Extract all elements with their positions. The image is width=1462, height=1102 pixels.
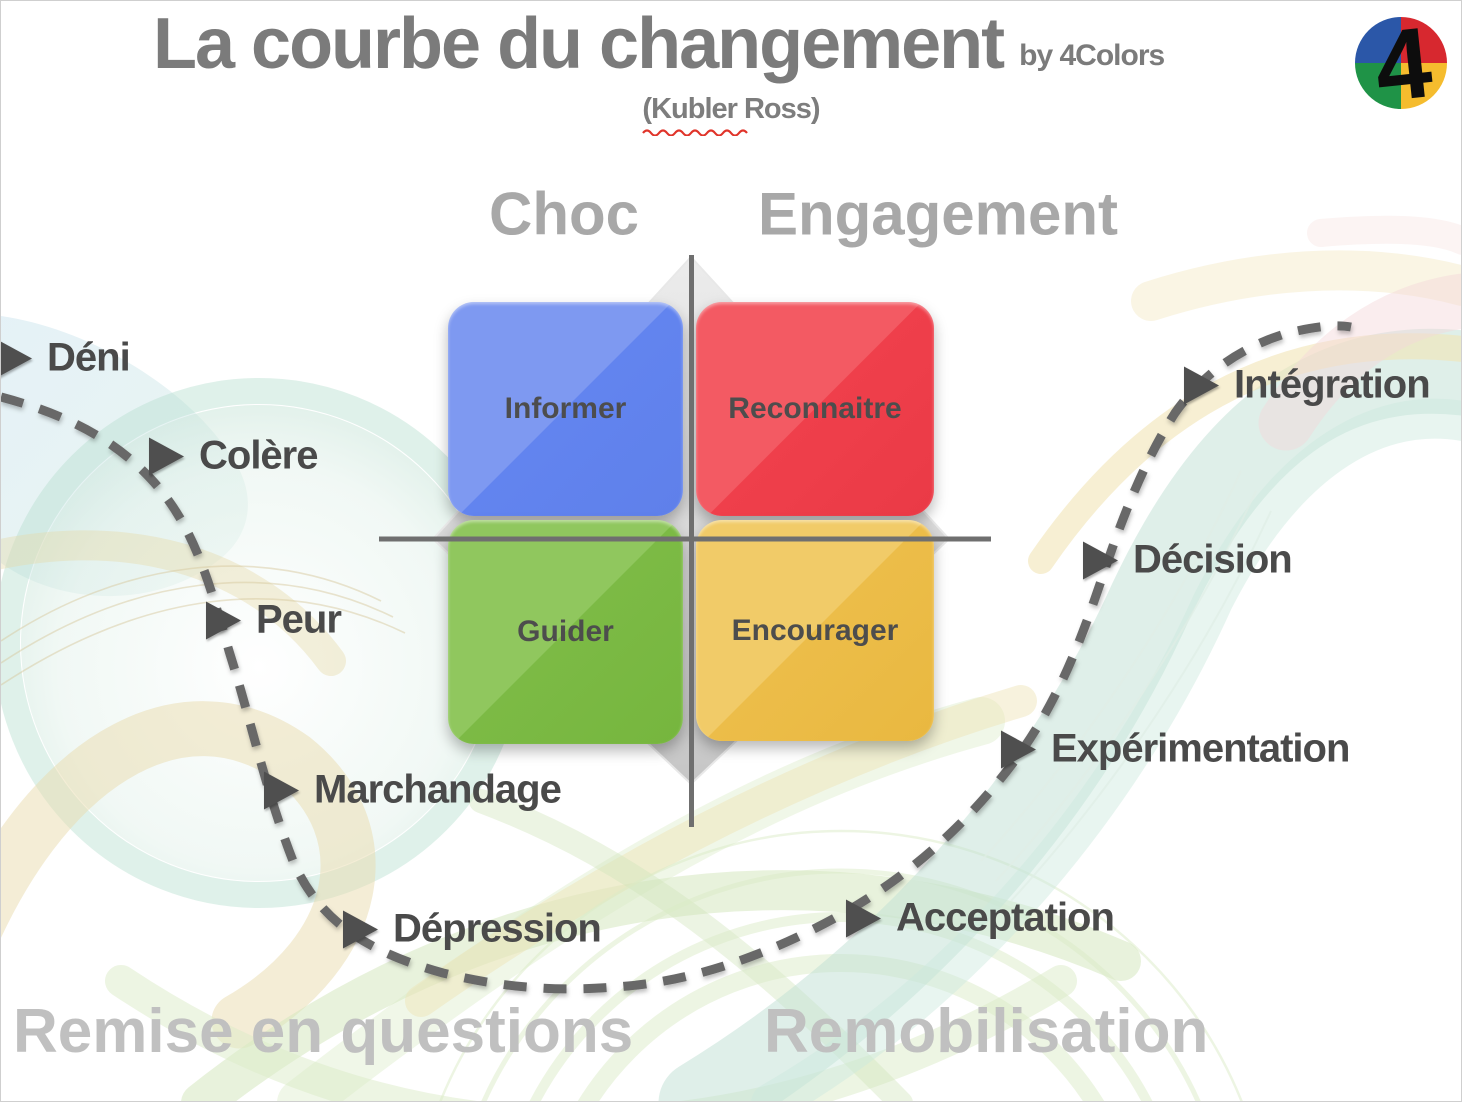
phase-label-engagement: Engagement — [757, 180, 1119, 248]
stage-marker-icon — [846, 899, 881, 937]
stage-label: Marchandage — [314, 767, 562, 812]
quadrant-label: Guider — [517, 615, 614, 648]
stage-acceptation: Acceptation — [846, 895, 1115, 941]
stage-label: Intégration — [1234, 362, 1431, 407]
stage-marker-icon — [149, 437, 184, 475]
phase-label-choc: Choc — [489, 180, 639, 248]
header: La courbe du changement by 4Colors — [153, 4, 1165, 84]
stage-integration: Intégration — [1184, 362, 1431, 408]
stage-experimentation: Expérimentation — [1001, 726, 1350, 772]
stage-marker-icon — [1001, 730, 1036, 768]
quadrant-informer: Informer — [448, 302, 683, 516]
logo-glyph: 4 — [1370, 15, 1437, 111]
page-title: La courbe du changement — [153, 4, 1005, 84]
stage-deni: Déni — [1, 335, 131, 381]
stage-marker-icon — [264, 771, 299, 809]
stage-label: Expérimentation — [1051, 726, 1350, 771]
stage-label: Décision — [1133, 537, 1293, 582]
stage-marker-icon — [1184, 366, 1219, 404]
subtitle: (Kubler Ross) — [642, 93, 820, 125]
stage-label: Déni — [47, 335, 131, 380]
stage-colere: Colère — [149, 434, 318, 479]
stage-marker-icon — [206, 601, 241, 639]
spellcheck-squiggle-icon — [642, 129, 748, 136]
quadrant-label: Reconnaitre — [728, 392, 902, 425]
quadrant-label: Informer — [504, 392, 627, 425]
quadrant-encourager: Encourager — [696, 520, 934, 741]
stage-peur: Peur — [206, 597, 342, 643]
four-colors-logo-icon: 4 — [1355, 15, 1447, 111]
stage-label: Dépression — [393, 906, 602, 951]
stage-label: Peur — [256, 597, 342, 642]
quadrant-label: Encourager — [731, 613, 899, 647]
stage-depression: Dépression — [343, 906, 602, 952]
quadrant-reconnaitre: Reconnaitre — [696, 302, 934, 516]
quadrant-guider: Guider — [448, 520, 683, 744]
stage-marchandage: Marchandage — [264, 767, 562, 813]
stage-marker-icon — [1083, 541, 1118, 579]
stage-label: Colère — [199, 433, 318, 478]
byline: by 4Colors — [1019, 38, 1165, 72]
stage-decision: Décision — [1083, 537, 1293, 583]
stage-marker-icon — [1, 339, 32, 377]
stage-label: Acceptation — [896, 895, 1115, 940]
phase-label-remise-en-questions: Remise en questions — [13, 997, 634, 1066]
stage-marker-icon — [343, 910, 378, 948]
phase-label-remobilisation: Remobilisation — [764, 997, 1209, 1066]
